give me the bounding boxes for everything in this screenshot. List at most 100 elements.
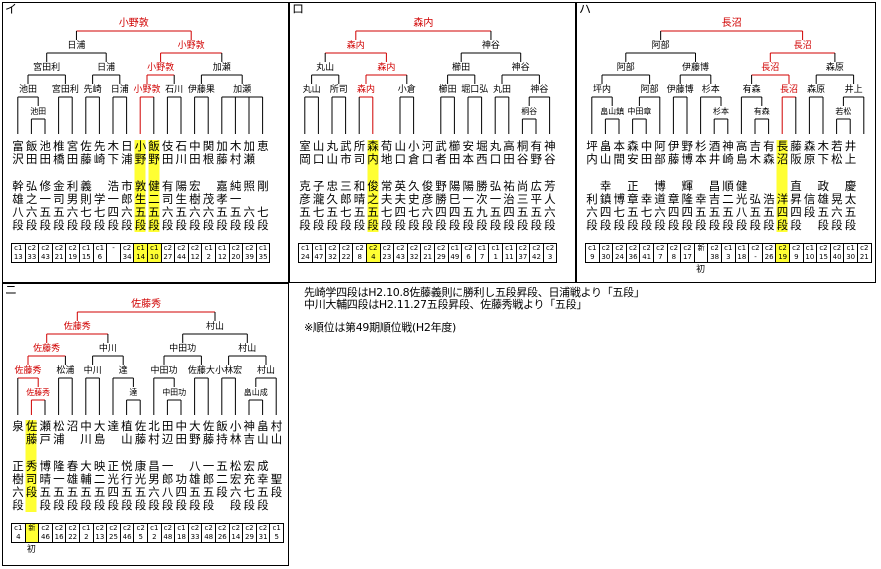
block-label: ハ: [579, 2, 592, 16]
match-winner-label: 小野敦: [147, 63, 175, 73]
player-column: 石川 陽生五段: [175, 139, 188, 233]
player-column: 杉本 幸五段: [695, 139, 707, 233]
player-column: 室岡 克彦五段: [299, 139, 311, 233]
player-column: 有野 広平五段: [530, 139, 543, 233]
player-column: 田辺 一郎八段: [161, 419, 174, 513]
player-column: 宮田 利男六段: [66, 139, 79, 233]
match-winner-label: 森内: [413, 18, 434, 29]
match-winner-label: 森原: [825, 63, 844, 73]
match-winner-label: 佐藤大: [187, 366, 215, 376]
match-winner-label: 中田章: [627, 107, 652, 116]
player-column: 飯野 健二五段: [148, 139, 160, 233]
match-winner-label: 中川: [98, 344, 117, 354]
note-promotion-2: 中川大輔四段はH2.11.27五段昇段、佐藤秀戦より「五段」: [304, 298, 588, 311]
block-ro: ロ 丸山所司丸山森内小倉森内森内櫛田堀口弘櫛田丸田桐谷神谷神谷神谷森内室岡 克彦…: [289, 2, 576, 283]
player-column: 森内 俊之五段: [367, 139, 379, 233]
match-winner-label: 達: [129, 388, 138, 397]
player-column: 森安 正章五段: [627, 139, 639, 233]
match-winner-label: 櫛田: [452, 63, 471, 73]
match-winner-label: 長沼: [793, 41, 812, 51]
match-winner-label: 長沼: [721, 18, 742, 29]
match-winner-label: 有森: [742, 85, 761, 95]
player-column: 小野 敦生五段: [134, 139, 147, 233]
match-winner-label: 加瀬: [233, 85, 252, 95]
note-ranking: ※順位は第49期順位戦(H2年度): [304, 321, 456, 334]
player-column: 伊藤 章四段: [667, 139, 680, 233]
rank-cell: -: [106, 243, 121, 263]
player-column: 飯持 五二段: [216, 419, 228, 500]
player-column: 有森 浩五段: [763, 139, 775, 233]
match-winner-label: 櫛田: [438, 85, 457, 95]
player-column: 木下 政雄五段: [817, 139, 830, 233]
match-winner-label: 佐藤秀: [26, 388, 51, 397]
player-column: 大野 八雄五段: [189, 419, 201, 513]
block-label: イ: [5, 2, 18, 16]
match-winner-label: 日浦: [67, 41, 86, 51]
match-winner-label: 小林宏: [215, 366, 243, 376]
note-promotion-1: 先崎学四段はH2.10.8佐藤義則に勝利し五段昇段、日浦戦より「五段」: [304, 286, 645, 299]
player-column: 本間 博七段: [613, 139, 626, 233]
match-winner-label: 中田功: [150, 366, 178, 376]
player-column: 瀬戸 博晴五段: [39, 419, 52, 513]
match-winner-label: 小野敦: [133, 85, 161, 95]
block-ni: ニ 佐藤秀佐藤秀松浦佐藤秀中川達達中川佐藤秀中田功中田功佐藤大中田功小林宏畠山成…: [2, 283, 289, 566]
player-column: 伎田 有司六段: [161, 139, 174, 233]
player-column: 中川 大輔五段: [80, 419, 92, 513]
match-winner-label: 杉本: [701, 85, 720, 95]
player-column: 木下 浩一四段: [107, 139, 120, 233]
player-column: 櫛田 陽巳四段: [448, 139, 461, 233]
player-column: 丸山 忠久五段: [326, 139, 339, 233]
player-column: 北村 昌男六段: [148, 419, 160, 513]
player-column: 若松 晃六段: [831, 139, 843, 233]
block-i: イ 池田池田宮田利宮田利先崎日浦日浦日浦小野敦石川小野敦伊藤果加瀬加瀬小野敦小野…: [2, 2, 289, 283]
match-winner-label: 有森: [753, 107, 770, 116]
match-winner-label: 村山: [205, 322, 225, 332]
match-winner-label: 森内: [356, 85, 376, 95]
match-winner-label: 佐藤秀: [14, 366, 42, 376]
player-column: 森原 信段: [803, 139, 816, 220]
bracket-lines: [304, 30, 551, 134]
match-winner-label: 坪内: [592, 85, 612, 95]
match-winner-label: 中田功: [162, 388, 187, 397]
bracket-lines: [591, 30, 865, 134]
match-winner-label: 阿部: [651, 41, 670, 51]
match-winner-label: 中川: [83, 366, 102, 376]
match-winner-label: 佐藤秀: [131, 299, 162, 310]
player-column: 桐谷 尚三五段: [516, 139, 529, 233]
player-column: 吉木 弘五段: [749, 139, 762, 233]
match-winner-label: 森内: [377, 63, 396, 73]
match-winner-label: 所司: [329, 85, 348, 95]
match-winner-label: 神谷: [511, 63, 530, 73]
player-column: 神崎 順二五段: [722, 139, 734, 233]
match-winner-label: 阿部: [640, 85, 659, 95]
player-column: 阿部 博道六段: [654, 139, 666, 233]
player-column: 加瀬 照 六段: [243, 139, 256, 233]
